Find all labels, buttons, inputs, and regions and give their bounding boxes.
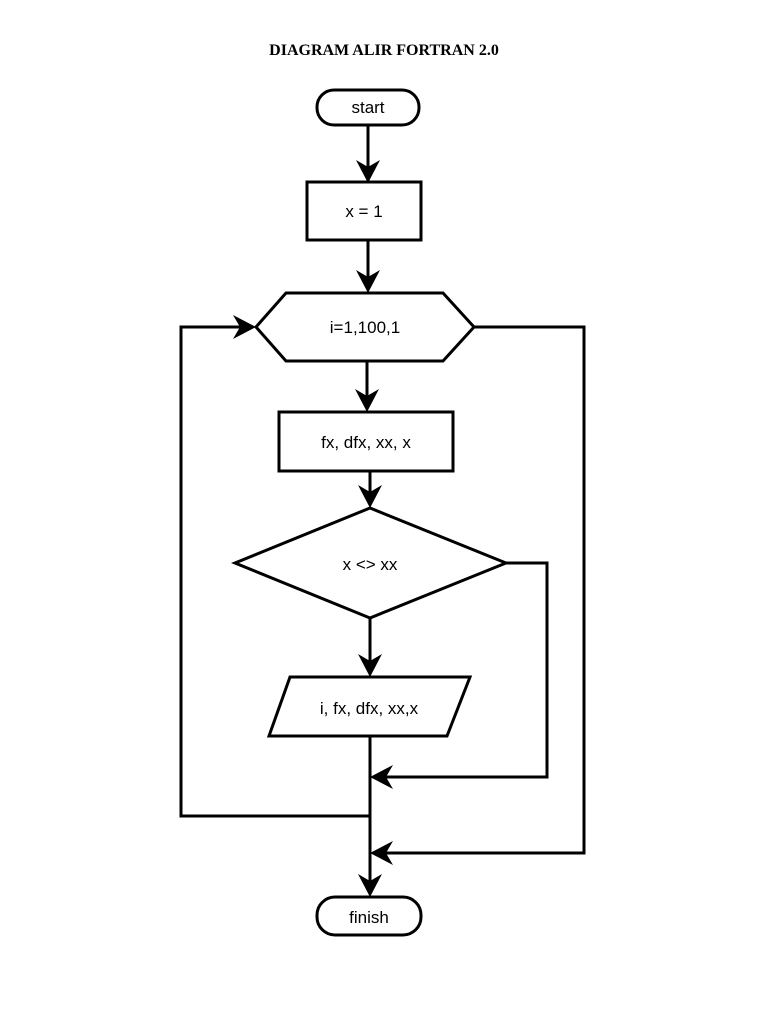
init-process-box: x = 1: [305, 180, 423, 242]
decision-diamond: x <> xx: [231, 506, 511, 620]
connector-decision-false-branch: [370, 561, 549, 789]
connector-loop-exit: [370, 325, 586, 865]
start-terminator: start: [315, 88, 421, 127]
start-label: start: [351, 98, 384, 117]
compute-process-box: fx, dfx, xx, x: [277, 410, 455, 473]
init-label: x = 1: [345, 202, 382, 221]
loop-label: i=1,100,1: [330, 318, 400, 337]
connector-init-loop: [356, 240, 380, 293]
output-parallelogram: i, fx, dfx, xx,x: [266, 675, 473, 738]
decision-label: x <> xx: [343, 555, 398, 574]
connector-start-init: [356, 125, 380, 183]
connector-process-decision: [358, 471, 382, 508]
connector-decision-output: [358, 618, 382, 677]
finish-terminator: finish: [315, 895, 423, 937]
output-label: i, fx, dfx, xx,x: [320, 699, 419, 718]
connector-output-finish: [358, 736, 382, 897]
diagram-title: DIAGRAM ALIR FORTRAN 2.0: [269, 42, 499, 59]
finish-label: finish: [349, 908, 389, 927]
connector-loop-back: [179, 315, 370, 818]
connector-loop-process: [355, 361, 379, 412]
loop-hexagon: i=1,100,1: [253, 291, 477, 363]
process-label: fx, dfx, xx, x: [321, 433, 411, 452]
